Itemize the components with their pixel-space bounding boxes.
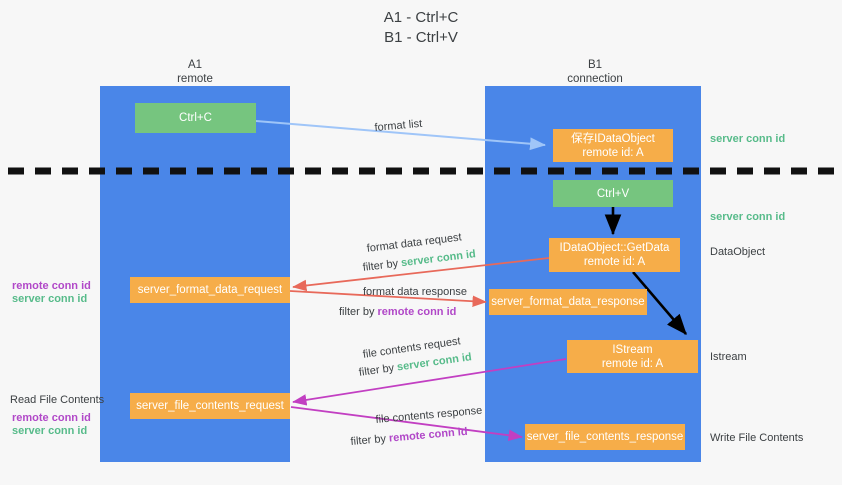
node-save-idataobject-sub: remote id: A bbox=[582, 146, 644, 159]
node-ctrl-v[interactable]: Ctrl+V bbox=[553, 180, 673, 207]
node-ctrl-c[interactable]: Ctrl+C bbox=[135, 103, 256, 133]
side-label-read-file-contents: Read File Contents bbox=[10, 394, 105, 406]
edge-label-format-data-response: format data response bbox=[363, 286, 467, 298]
node-istream-label: IStream bbox=[612, 343, 653, 356]
side-label-dataobject: DataObject bbox=[710, 246, 766, 258]
page-title: A1 - Ctrl+C B1 - Ctrl+V bbox=[0, 8, 842, 48]
node-server-format-data-response-label: server_format_data_response bbox=[491, 296, 645, 308]
edge-label-file-contents-response-filter: filter by remote conn id bbox=[350, 425, 468, 450]
filter-value-remote-conn-id: remote conn id bbox=[377, 306, 457, 318]
side-label-left-remote-conn-id-1: remote conn id bbox=[12, 280, 91, 292]
node-idataobject-getdata-sub: remote id: A bbox=[583, 256, 646, 268]
node-istream-sub: remote id: A bbox=[601, 357, 664, 370]
node-idataobject-getdata[interactable]: IDataObject::GetData remote id: A bbox=[549, 238, 680, 272]
column-b1-subtitle: connection bbox=[567, 73, 623, 85]
node-istream[interactable]: IStream remote id: A bbox=[567, 340, 698, 373]
side-label-right-server-conn-id-2: server conn id bbox=[710, 211, 786, 223]
node-idataobject-getdata-label: IDataObject::GetData bbox=[559, 242, 670, 254]
node-server-file-contents-response[interactable]: server_file_contents_response bbox=[525, 424, 685, 450]
title-line-2: B1 - Ctrl+V bbox=[384, 29, 458, 46]
node-server-format-data-request[interactable]: server_format_data_request bbox=[130, 277, 290, 303]
filter-prefix: filter by bbox=[339, 306, 378, 318]
edge-label-format-data-response-filter: filter by remote conn id bbox=[339, 305, 456, 320]
side-label-left-server-conn-id-2: server conn id bbox=[12, 425, 88, 437]
filter-prefix: filter by bbox=[358, 361, 398, 379]
filter-prefix: filter by bbox=[350, 432, 390, 448]
side-label-right-server-conn-id-1: server conn id bbox=[710, 133, 786, 145]
node-save-idataobject-label: 保存IDataObject bbox=[571, 132, 655, 145]
side-label-left-remote-conn-id-2: remote conn id bbox=[12, 412, 91, 424]
node-server-format-data-request-label: server_format_data_request bbox=[137, 284, 283, 296]
filter-prefix: filter by bbox=[362, 257, 402, 274]
column-header-b1: B1 connection bbox=[535, 58, 655, 86]
node-server-format-data-response[interactable]: server_format_data_response bbox=[489, 289, 647, 315]
node-server-file-contents-request[interactable]: server_file_contents_request bbox=[130, 393, 290, 419]
node-ctrl-c-label: Ctrl+C bbox=[179, 112, 212, 124]
node-server-file-contents-response-label: server_file_contents_response bbox=[526, 431, 684, 443]
column-a1-title: A1 bbox=[187, 59, 203, 71]
column-header-a1: A1 remote bbox=[135, 58, 255, 86]
side-label-left-server-conn-id-1: server conn id bbox=[12, 293, 88, 305]
side-label-write-file-contents: Write File Contents bbox=[710, 432, 804, 444]
node-ctrl-v-label: Ctrl+V bbox=[596, 187, 630, 200]
column-a1-subtitle: remote bbox=[177, 73, 213, 85]
title-line-1: A1 - Ctrl+C bbox=[383, 9, 459, 26]
side-label-istream: Istream bbox=[710, 351, 747, 363]
column-b1-title: B1 bbox=[587, 59, 603, 71]
edge-label-format-list: format list bbox=[374, 117, 423, 134]
node-save-idataobject[interactable]: 保存IDataObject remote id: A bbox=[553, 129, 673, 162]
filter-value-remote-conn-id: remote conn id bbox=[388, 425, 469, 445]
node-server-file-contents-request-label: server_file_contents_request bbox=[136, 400, 284, 412]
